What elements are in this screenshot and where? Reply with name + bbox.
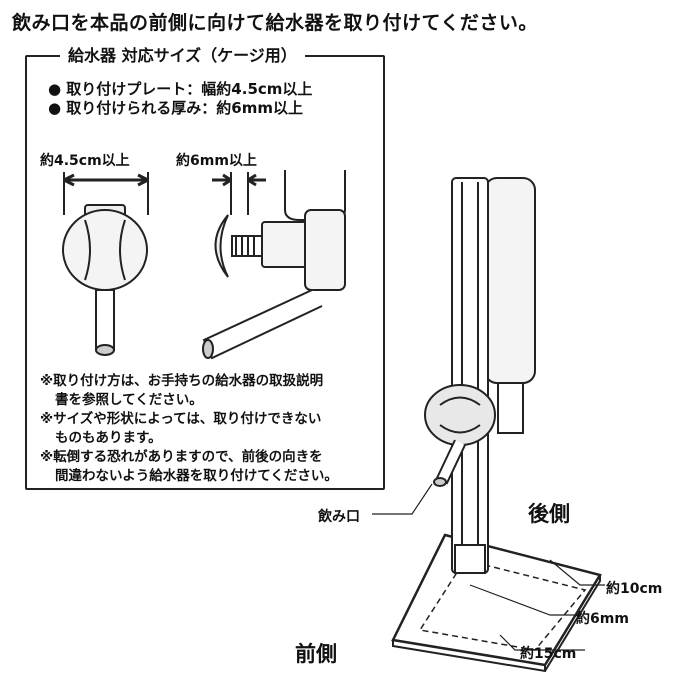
dim-width-stand-label: 約15cm xyxy=(520,646,577,662)
note-line: ※転倒する恐れがありますので、前後の向きを xyxy=(40,449,323,465)
box-heading: 給水器 対応サイズ（ケージ用） xyxy=(60,42,305,66)
note-line: ものもあります。 xyxy=(55,430,162,446)
plate-side-view xyxy=(202,170,346,360)
instruction-title: 飲み口を本品の前側に向けて給水器を取り付けてください。 xyxy=(12,12,538,34)
back-side-label: 後側 xyxy=(528,502,570,526)
spec-plate-width: ● 取り付けプレート：幅約4.5cm以上 xyxy=(48,80,313,98)
note-1: ※取り付け方は、お手持ちの給水器の取扱説明 書を参照してください。 xyxy=(40,372,323,410)
plate-front-view xyxy=(62,172,149,356)
note-3: ※転倒する恐れがありますので、前後の向きを 間違わないよう給水器を取り付けてくだ… xyxy=(40,448,338,486)
spout-label: 飲み口 xyxy=(318,509,360,525)
dim-depth-label: 約10cm xyxy=(606,581,663,597)
front-side-label: 前側 xyxy=(295,642,337,666)
dim-thickness-label: 約6mm以上 xyxy=(176,153,257,169)
dim-width-label: 約4.5cm以上 xyxy=(40,153,130,169)
note-line: 間違わないよう給水器を取り付けてください。 xyxy=(55,468,338,484)
dim-thickness-stand-label: 約6mm xyxy=(576,611,629,627)
note-line: ※取り付け方は、お手持ちの給水器の取扱説明 xyxy=(40,373,324,389)
note-line: 書を参照してください。 xyxy=(55,392,203,408)
stand-drawing xyxy=(391,177,602,673)
spec-thickness: ● 取り付けられる厚み：約6mm以上 xyxy=(48,99,304,117)
note-2: ※サイズや形状によっては、取り付けできない ものもあります。 xyxy=(40,410,321,448)
note-line: ※サイズや形状によっては、取り付けできない xyxy=(40,411,322,427)
